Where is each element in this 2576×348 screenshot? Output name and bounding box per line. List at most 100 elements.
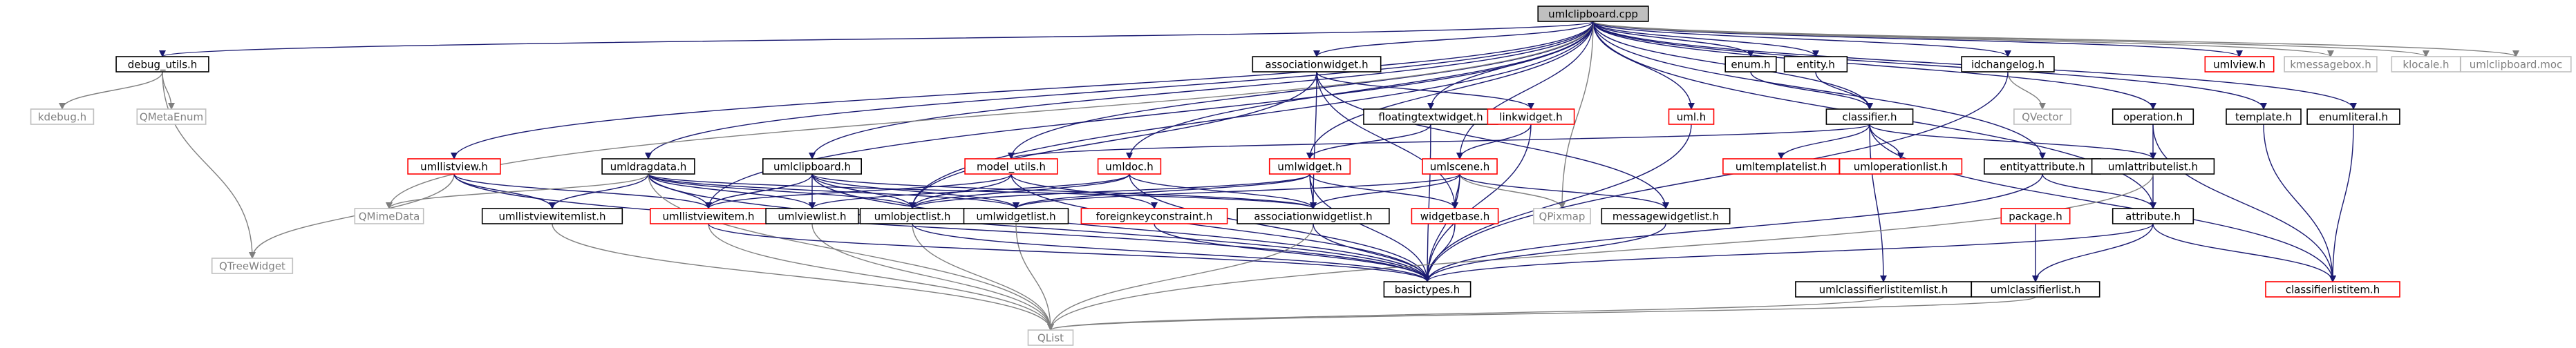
- node-label: umlwidgetlist.h: [976, 211, 1055, 223]
- node-box: [1422, 158, 1498, 175]
- node-umlclipboard-h[interactable]: umlclipboard.h: [762, 158, 863, 175]
- edge-associationwidget-to-widgetbase: [1316, 71, 1458, 209]
- node-umlattributelist-h[interactable]: umlattributelist.h: [2091, 158, 2215, 175]
- edge-umlscene-to-messagewidgetlist: [1459, 173, 1669, 209]
- node-klocale-h: klocale.h: [2391, 56, 2461, 72]
- node-debug-utils-h[interactable]: debug_utils.h: [115, 56, 209, 72]
- node-box: [964, 158, 1058, 175]
- node-umltemplatelist-h[interactable]: umltemplatelist.h: [1722, 158, 1840, 175]
- edge-umlclipboard-h-to-umlwidgetlist: [811, 173, 1019, 209]
- node-box: [211, 258, 294, 274]
- node-entity-h[interactable]: entity.h: [1783, 56, 1848, 72]
- edge-messagewidgetlist-to-basictypes: [1424, 223, 1666, 282]
- node-umlobjectlist-h[interactable]: umlobjectlist.h: [859, 208, 966, 224]
- edge-classifier-to-classifierlistitem: [1869, 124, 2336, 282]
- node-label: umldragdata.h: [610, 161, 687, 173]
- edge-umlwidget-to-umlobjectlist: [909, 173, 1310, 209]
- node-entityattribute-h[interactable]: entityattribute.h: [1984, 158, 2101, 175]
- edge-attribute-to-umlclassifierlist: [2032, 223, 2154, 282]
- node-basictypes-h[interactable]: basictypes.h: [1383, 281, 1472, 298]
- edge-associationwidgetlist-to-qlist: [1047, 223, 1314, 331]
- node-umlview-h[interactable]: umlview.h: [2204, 56, 2275, 72]
- edge-idchangelog-to-basictypes: [1424, 71, 2009, 282]
- node-umlclassifierlist-h[interactable]: umlclassifierlist.h: [1971, 281, 2100, 298]
- edge-umldoc-to-umlviewlist: [809, 173, 1130, 209]
- node-box: [765, 208, 859, 224]
- node-label: kdebug.h: [38, 111, 86, 124]
- node-label: umlobjectlist.h: [874, 211, 951, 223]
- node-box: [2306, 108, 2400, 125]
- node-foreignkeyconstraint-h[interactable]: foreignkeyconstraint.h: [1080, 208, 1228, 224]
- edge-root-to-umlclipboard-h: [809, 21, 1594, 160]
- node-box: [1080, 208, 1228, 224]
- node-umloperationlist-h[interactable]: umloperationlist.h: [1839, 158, 1963, 175]
- node-label: QMetaEnum: [140, 111, 203, 124]
- edge-floatingtext-to-basictypes: [1424, 124, 1431, 282]
- edge-umlscene-to-umlwidgetlist: [1013, 173, 1460, 209]
- node-label: uml.h: [1677, 111, 1707, 124]
- node-umllistview-h[interactable]: umllistview.h: [407, 158, 501, 175]
- node-umlwidget-h[interactable]: umlwidget.h: [1268, 158, 1351, 175]
- node-messagewidgetlist-h[interactable]: messagewidgetlist.h: [1601, 208, 1731, 224]
- node-label: floatingtextwidget.h: [1378, 111, 1483, 124]
- node-qlist: QList: [1027, 329, 1074, 346]
- node-model-utils-h[interactable]: model_utils.h: [964, 158, 1058, 175]
- node-umlwidgetlist-h[interactable]: umlwidgetlist.h: [963, 208, 1069, 224]
- edge-root-to-umlobjectlist: [909, 21, 1594, 209]
- node-umldragdata-h[interactable]: umldragdata.h: [601, 158, 695, 175]
- node-kmessagebox-h: kmessagebox.h: [2284, 56, 2378, 72]
- edge-model-utils-to-foreignkey: [1010, 173, 1158, 209]
- node-umllistviewitem-h[interactable]: umllistviewitem.h: [650, 208, 767, 224]
- node-qvector: QVector: [2013, 108, 2071, 125]
- edge-umlwidgetlist-to-qlist: [1015, 223, 1054, 331]
- edge-model-utils-to-umlobjectlist: [909, 173, 1012, 209]
- node-label: umlclassifierlist.h: [1991, 284, 2081, 296]
- node-enum-h[interactable]: enum.h: [1724, 56, 1777, 72]
- node-umlviewlist-h[interactable]: umlviewlist.h: [765, 208, 859, 224]
- node-label: umlclassifierlistitemlist.h: [1819, 284, 1948, 296]
- node-label: umlclipboard.cpp: [1548, 8, 1638, 21]
- node-umlscene-h[interactable]: umlscene.h: [1422, 158, 1498, 175]
- node-linkwidget-h[interactable]: linkwidget.h: [1487, 108, 1575, 125]
- node-classifierlistitem-h[interactable]: classifierlistitem.h: [2265, 281, 2400, 298]
- edge-linkwidget-to-basictypes: [1424, 124, 1532, 282]
- node-box: [30, 108, 95, 125]
- edge-associationwidget-to-linkwidget: [1316, 71, 1534, 110]
- node-associationwidgetlist-h[interactable]: associationwidgetlist.h: [1237, 208, 1390, 224]
- node-umlclassifierlistitemlist-h[interactable]: umlclassifierlistitemlist.h: [1795, 281, 1972, 298]
- node-attribute-h[interactable]: attribute.h: [2112, 208, 2194, 224]
- node-widgetbase-h[interactable]: widgetbase.h: [1411, 208, 1499, 224]
- node-associationwidget-h[interactable]: associationwidget.h: [1252, 56, 1382, 72]
- node-umllistviewitemlist-h[interactable]: umllistviewitemlist.h: [481, 208, 623, 224]
- edge-classifier-to-umlattributelist: [1869, 124, 2156, 160]
- node-box: [1601, 208, 1731, 224]
- edge-umldoc-to-basictypes: [1129, 173, 1431, 282]
- node-label: umltemplatelist.h: [1736, 161, 1827, 173]
- node-uml-h[interactable]: uml.h: [1668, 108, 1715, 125]
- node-box: [1252, 56, 1382, 72]
- node-box: [2091, 158, 2215, 175]
- edge-umlwidget-to-widgetbase: [1309, 173, 1458, 209]
- edges-layer: [59, 21, 2519, 331]
- node-floatingtextwidget-h[interactable]: floatingtextwidget.h: [1363, 108, 1498, 125]
- node-label: associationwidgetlist.h: [1254, 211, 1372, 223]
- node-box: [1537, 6, 1649, 22]
- node-umlclipboard-cpp[interactable]: umlclipboard.cpp: [1537, 6, 1649, 22]
- edge-umlscene-to-qpixmap: [1459, 173, 1566, 209]
- node-umldoc-h[interactable]: umldoc.h: [1097, 158, 1162, 175]
- node-qmimedata: QMimeData: [354, 208, 424, 224]
- node-package-h[interactable]: package.h: [2000, 208, 2071, 224]
- node-idchangelog-h[interactable]: idchangelog.h: [1961, 56, 2055, 72]
- edge-classifier-to-umltemplatelist: [1778, 124, 1870, 160]
- node-classifier-h[interactable]: classifier.h: [1825, 108, 1914, 125]
- edge-umldragdata-to-umllistviewitemlist: [549, 173, 649, 209]
- edge-umlclassifierlist-to-qlist: [1047, 296, 2036, 331]
- edge-linkwidget-to-umlscene: [1456, 124, 1532, 160]
- node-label: QList: [1037, 332, 1064, 345]
- node-operation-h[interactable]: operation.h: [2112, 108, 2194, 125]
- edge-umldoc-to-umlobjectlist: [909, 173, 1130, 209]
- node-template-h[interactable]: template.h: [2226, 108, 2302, 125]
- edge-debug-utils-to-qtreewidget: [162, 71, 256, 259]
- node-enumliteral-h[interactable]: enumliteral.h: [2306, 108, 2400, 125]
- edge-debug-utils-to-kdebug: [59, 71, 163, 110]
